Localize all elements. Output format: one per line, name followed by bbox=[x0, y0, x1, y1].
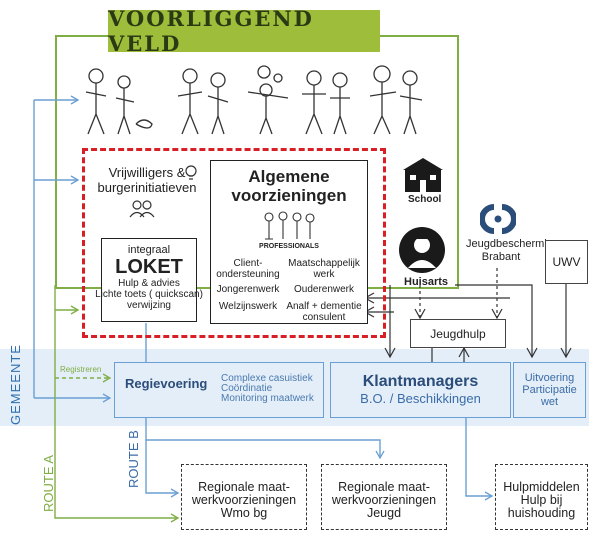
people-illustration bbox=[85, 65, 423, 135]
vrijwilligers-block: Vrijwilligers & burgerinitiatieven bbox=[88, 165, 206, 195]
route-b-label: ROUTE B bbox=[126, 430, 141, 488]
loket-line3: Lichte toets ( quickscan) bbox=[95, 289, 203, 300]
regievoering-line3: Monitoring maatwerk bbox=[221, 393, 314, 404]
lokale-voorzieningen-frame bbox=[82, 148, 386, 338]
item-clientondersteuning-1: Client- bbox=[233, 258, 263, 269]
regionale-wmo-line3: Wmo bg bbox=[220, 506, 268, 520]
klantmanagers-box: Klantmanagers B.O. / Beschikkingen bbox=[330, 362, 511, 418]
vrijwilligers-line2: burgerinitiatieven bbox=[97, 180, 197, 195]
regievoering-details: Complexe casuistiek Coördinatie Monitori… bbox=[221, 374, 314, 404]
regionale-wmo-line2: werkvoorzieningen bbox=[191, 493, 297, 507]
professionals-label: PROFESSIONALS bbox=[259, 243, 319, 250]
people-group-icon bbox=[129, 200, 155, 218]
uwv-box: UWV bbox=[545, 240, 588, 284]
jeugdbescherming-line2: Brabant bbox=[481, 251, 521, 263]
route-a-label: ROUTE A bbox=[41, 454, 56, 512]
jeugdbescherming-block: Jeugdbescherming Brabant bbox=[466, 238, 559, 264]
algemene-items: Client- ondersteuning Jongerenwerk Welzi… bbox=[214, 258, 364, 323]
regionale-jeugd-line2: werkvoorzieningen bbox=[331, 493, 437, 507]
uitvoering-line3: wet bbox=[540, 396, 559, 408]
loket-line4: verwijzing bbox=[127, 300, 171, 311]
loket-line1: integraal bbox=[127, 244, 171, 256]
klantmanagers-subtitle: B.O. / Beschikkingen bbox=[360, 391, 481, 406]
item-jongerenwerk: Jongerenwerk bbox=[216, 284, 280, 295]
regionale-jeugd-line1: Regionale maat- bbox=[338, 480, 430, 494]
item-maatschappelijk-2: werk bbox=[313, 269, 335, 280]
jeugdbescherming-logo bbox=[480, 204, 516, 234]
school-label: School bbox=[408, 194, 442, 205]
jeugdhulp-box: Jeugdhulp bbox=[410, 319, 506, 348]
jeugdbescherming-line1: Jeugdbescherming bbox=[466, 238, 559, 250]
regievoering-line1: Complexe casuistiek bbox=[221, 373, 313, 384]
hulpmiddelen-line3: huishouding bbox=[507, 506, 576, 520]
vrijwilligers-line1: Vrijwilligers & bbox=[108, 165, 186, 180]
loket-title: LOKET bbox=[115, 256, 183, 278]
item-welzijnswerk: Welzijnswerk bbox=[218, 301, 278, 312]
hulpmiddelen-line1: Hulpmiddelen bbox=[503, 480, 580, 494]
item-analf-2: consulent bbox=[302, 312, 346, 323]
lightbulb-icon bbox=[185, 165, 197, 180]
algemene-items-right: Maatschappelijk werk Ouderenwerk Analf +… bbox=[284, 258, 364, 323]
voorliggend-veld-banner: VOORLIGGEND VELD bbox=[108, 6, 380, 56]
doctor-icon bbox=[399, 227, 445, 273]
uitvoering-box: Uitvoering Participatie wet bbox=[513, 362, 586, 418]
jeugdhulp-label: Jeugdhulp bbox=[430, 326, 486, 341]
item-analf-1: Analf + dementie bbox=[286, 301, 362, 312]
blue-bracket bbox=[33, 95, 112, 403]
professionals-icon bbox=[264, 211, 315, 240]
regievoering-line2: Coördinatie bbox=[221, 383, 273, 394]
hulpmiddelen-box: Hulpmiddelen Hulp bij huishouding bbox=[495, 464, 588, 530]
uitvoering-line2: Participatie bbox=[522, 384, 577, 396]
loket-line2: Hulp & advies bbox=[118, 278, 180, 289]
item-ouderenwerk: Ouderenwerk bbox=[293, 284, 355, 295]
black-arrows bbox=[363, 268, 572, 369]
regionale-wmo-line1: Regionale maat- bbox=[198, 480, 290, 494]
registreren-label: Registreren bbox=[60, 365, 102, 374]
klantmanagers-title: Klantmanagers bbox=[362, 373, 479, 390]
algemene-voorzieningen-box: Algemene voorzieningen PROFESSIONALS Cli… bbox=[210, 160, 368, 324]
school-icon bbox=[403, 158, 443, 192]
loket-box: integraal LOKET Hulp & advies Lichte toe… bbox=[95, 238, 203, 322]
algemene-items-left: Client- ondersteuning Jongerenwerk Welzi… bbox=[214, 258, 282, 323]
hulpmiddelen-line2: Hulp bij bbox=[520, 493, 563, 507]
algemene-title-line1: Algemene bbox=[248, 167, 330, 186]
regievoering-title: Regievoering bbox=[125, 376, 208, 391]
blue-route-b bbox=[145, 323, 494, 501]
item-maatschappelijk-1: Maatschappelijk bbox=[288, 258, 360, 269]
huisarts-label: Huisarts bbox=[404, 276, 449, 288]
algemene-title-line2: voorzieningen bbox=[231, 186, 347, 205]
item-clientondersteuning-2: ondersteuning bbox=[216, 269, 280, 280]
gemeente-label: GEMEENTE bbox=[8, 344, 23, 425]
regionale-jeugd-line3: Jeugd bbox=[366, 506, 402, 520]
regionale-wmo-box: Regionale maat- werkvoorzieningen Wmo bg bbox=[181, 464, 307, 530]
green-route-a bbox=[54, 285, 180, 523]
regievoering-box: Regievoering Complexe casuistiek Coördin… bbox=[114, 362, 324, 418]
uwv-label: UWV bbox=[552, 255, 581, 269]
uitvoering-line1: Uitvoering bbox=[524, 372, 575, 384]
regionale-jeugd-box: Regionale maat- werkvoorzieningen Jeugd bbox=[321, 464, 447, 530]
